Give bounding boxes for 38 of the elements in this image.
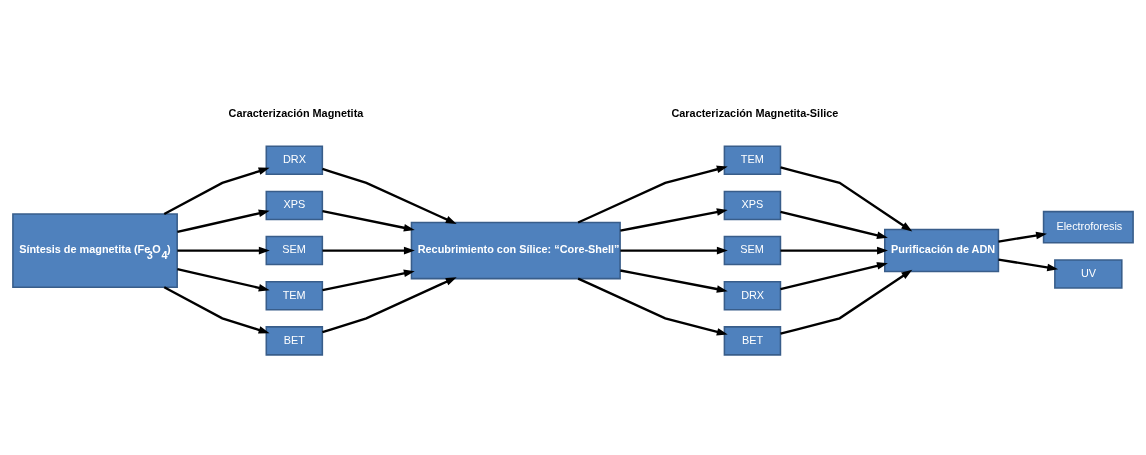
- arrow: [780, 210, 888, 239]
- label: Caracterización Magnetita: [228, 106, 364, 119]
- arrow: [780, 269, 913, 335]
- node-box: Recubrimiento con Sílice: “Core-Shell”: [410, 221, 621, 279]
- label: Caracterización Magnetita-Silice: [671, 106, 839, 119]
- arrow: [177, 246, 270, 254]
- node-box: Purificación de ADN: [884, 228, 1000, 272]
- arrow: [322, 269, 415, 291]
- arrow: [998, 231, 1047, 243]
- arrow: [322, 209, 415, 232]
- arrow: [577, 277, 728, 336]
- arrow: [577, 165, 728, 224]
- arrow: [620, 207, 728, 232]
- arrow: [177, 209, 270, 233]
- arrow: [780, 261, 888, 290]
- arrow: [322, 246, 415, 254]
- arrow: [322, 167, 457, 224]
- arrow: [163, 167, 270, 215]
- arrow: [322, 276, 457, 333]
- node-box: DRX: [265, 145, 324, 175]
- node-box: XPS: [723, 190, 782, 220]
- node-box: UV: [1054, 258, 1123, 289]
- node-box: SEM: [265, 235, 324, 265]
- node-box: Electroforesis: [1042, 210, 1134, 244]
- node-box: DRX: [723, 280, 782, 310]
- arrow: [163, 285, 270, 334]
- node-box: BET: [265, 325, 324, 356]
- arrow: [780, 246, 888, 254]
- arrow: [620, 268, 728, 293]
- arrow: [620, 246, 728, 254]
- node-box: TEM: [265, 280, 324, 310]
- arrow: [780, 165, 913, 231]
- node-box: SEM: [723, 235, 782, 265]
- arrow: [998, 257, 1059, 271]
- node-box: TEM: [723, 145, 782, 175]
- arrow: [177, 267, 270, 292]
- node-box: XPS: [265, 190, 324, 220]
- node-box: BET: [723, 325, 782, 356]
